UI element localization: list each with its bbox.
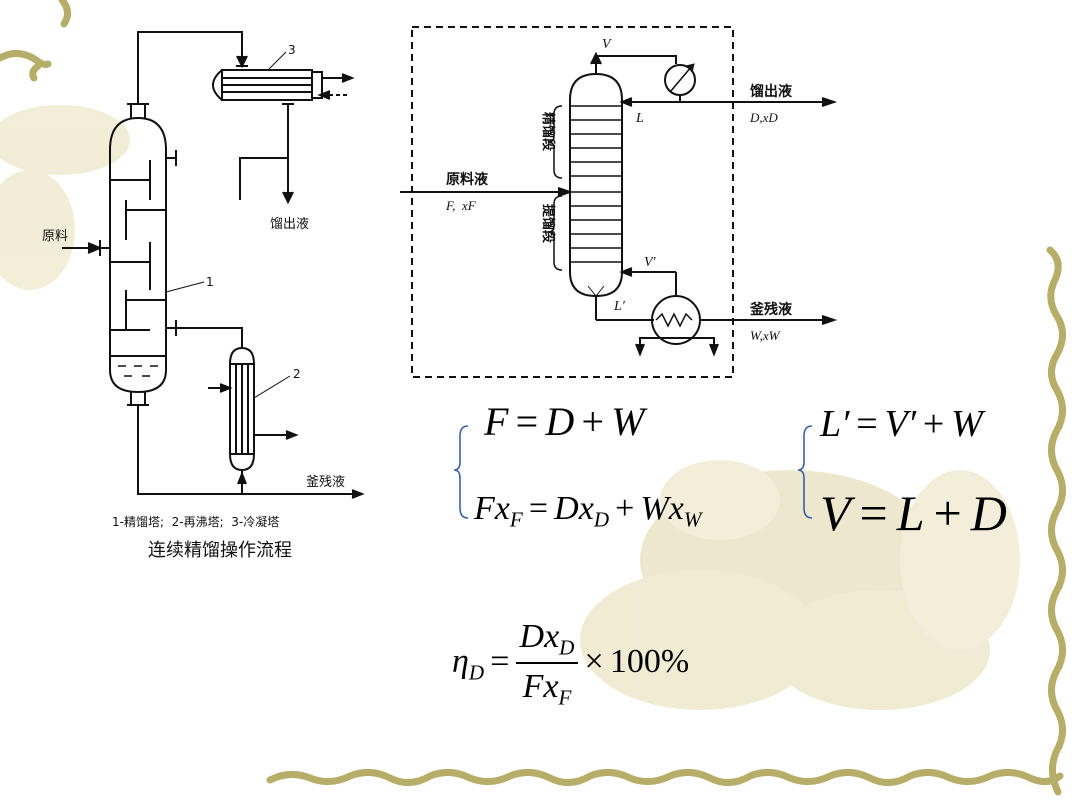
right-bottoms-label: 釜残液 — [749, 301, 793, 318]
right-distillate-vars: D,xD — [749, 110, 778, 125]
condenser-number: 3 — [288, 43, 296, 57]
label-L-prime: L' — [613, 299, 626, 314]
rectifying-section-label: 精馏段 — [540, 112, 556, 151]
equation-stripping-balance: L′=V′+W — [820, 403, 983, 445]
right-reboiler — [651, 295, 701, 345]
column-number: 1 — [206, 275, 214, 289]
left-bottoms-label: 釜残液 — [306, 475, 345, 490]
left-diagram-labels: 原料 馏出液 釜残液 1 2 3 1-精馏塔; 2-再沸塔; 3-冷凝塔 连续精… — [42, 43, 345, 561]
right-bottoms-vars: W,xW — [750, 328, 781, 343]
equation-component-balance: FxF=DxD+WxW — [474, 490, 702, 532]
left-feed-label: 原料 — [42, 229, 68, 244]
label-V: V — [602, 37, 612, 52]
vine-decoration-bottom — [266, 769, 1064, 786]
stripping-section-label: 提馏段 — [540, 204, 556, 243]
right-distillate-label: 馏出液 — [749, 83, 793, 100]
equation-rectifying-balance: V=L+D — [820, 485, 1007, 541]
reboiler-number: 2 — [293, 367, 301, 381]
label-V-prime: V' — [644, 255, 657, 270]
control-volume-boundary — [411, 26, 734, 378]
distillation-column — [99, 103, 177, 406]
reboiler — [208, 346, 299, 494]
right-diagram-labels: V L V' L' 馏出液 D,xD 原料液 F, xF 釜残液 W,xW 精馏… — [445, 37, 793, 343]
left-process-diagram — [62, 31, 365, 499]
right-process-diagram — [400, 26, 838, 378]
background-foliage — [0, 105, 1020, 710]
vine-decoration-right — [1046, 246, 1066, 796]
vine-decoration-top-left — [0, 0, 71, 82]
left-distillate-label: 馏出液 — [270, 217, 309, 232]
right-feed-vars: F, xF — [445, 198, 477, 213]
condenser — [212, 65, 355, 105]
equipment-legend: 1-精馏塔; 2-再沸塔; 3-冷凝塔 — [112, 514, 279, 529]
label-L: L — [635, 111, 644, 126]
process-caption: 连续精馏操作流程 — [148, 540, 292, 561]
right-feed-label: 原料液 — [446, 171, 489, 188]
equation-braces — [453, 425, 813, 519]
equation-overall-balance: F=D+W — [484, 399, 645, 444]
